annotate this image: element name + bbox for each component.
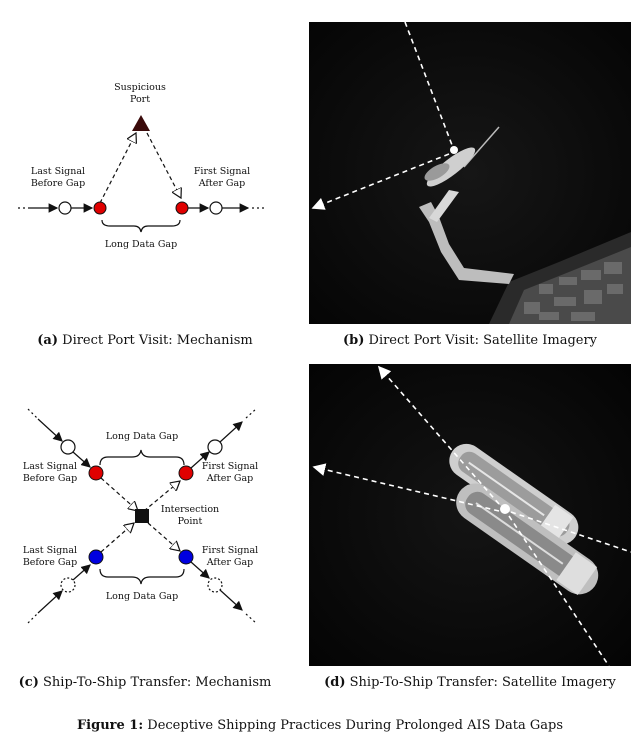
panel-d-caption-text: Ship-To-Ship Transfer: Satellite Imagery (349, 675, 616, 690)
port-satellite-image (309, 22, 631, 324)
first-signal-top-label-1: First Signal (202, 461, 258, 472)
first-signal-red-top (178, 465, 194, 481)
path-to-port (99, 133, 136, 204)
suspicious-port-label-1: Suspicious (114, 82, 166, 93)
intersection-point-icon (135, 509, 149, 523)
panel-a-diagram: Suspicious Port Last Signal Before Gap F… (10, 70, 280, 270)
panel-a-caption: (a) Direct Port Visit: Mechanism (10, 333, 280, 348)
last-signal-red-top (88, 465, 104, 481)
first-signal-label-2: After Gap (198, 178, 246, 189)
panel-c-caption-text: Ship-To-Ship Transfer: Mechanism (43, 675, 272, 690)
intersection-label-2: Point (178, 516, 203, 527)
sts-position-marker (500, 504, 510, 514)
panel-c-diagram: Long Data Gap Last Signal Before Gap Fir… (10, 395, 290, 635)
intersection-label-1: Intersection (161, 504, 219, 515)
signal-white-left (58, 201, 72, 215)
gap-bottom-label: Long Data Gap (106, 591, 178, 602)
outgoing-track (311, 153, 450, 210)
position-marker (450, 146, 458, 154)
panel-d-satellite-image (309, 364, 631, 666)
port-triangle-icon (132, 115, 150, 131)
last-signal-bottom-label-2: Before Gap (23, 557, 77, 568)
signal-white-top-left (60, 439, 76, 455)
panel-b-satellite-image (309, 22, 631, 324)
incoming-track (404, 22, 453, 146)
figure-label: Figure 1: (76, 718, 144, 733)
panel-c-label: (c) (18, 675, 39, 690)
signal-dashed-bottom-right (207, 577, 223, 593)
last-signal-blue-bottom (88, 549, 104, 565)
path-from-port (146, 132, 181, 198)
panel-d-caption: (d) Ship-To-Ship Transfer: Satellite Ima… (300, 675, 640, 690)
gap-brace (101, 219, 181, 233)
track-east (510, 511, 631, 553)
figure-caption: Figure 1: Deceptive Shipping Practices D… (0, 718, 640, 733)
suspicious-port-label-2: Port (130, 94, 150, 105)
last-signal-bottom-label-1: Last Signal (23, 545, 77, 556)
gap-label: Long Data Gap (105, 239, 177, 250)
panel-d-label: (d) (324, 675, 346, 690)
first-signal-blue-bottom (178, 549, 194, 565)
first-signal-red (175, 201, 189, 215)
gap-brace-top (99, 449, 185, 466)
gap-brace-bottom (99, 568, 185, 585)
figure-caption-text: Deceptive Shipping Practices During Prol… (147, 718, 564, 733)
first-signal-top-label-2: After Gap (206, 473, 254, 484)
sts-satellite-image (309, 364, 631, 666)
first-signal-label-1: First Signal (194, 166, 250, 177)
signal-white-top-right (207, 439, 223, 455)
panel-c-caption: (c) Ship-To-Ship Transfer: Mechanism (0, 675, 290, 690)
last-signal-top-label-2: Before Gap (23, 473, 77, 484)
panel-b-label: (b) (342, 333, 365, 348)
panel-a-caption-text: Direct Port Visit: Mechanism (62, 333, 253, 348)
last-signal-top-label-1: Last Signal (23, 461, 77, 472)
panel-b-caption: (b) Direct Port Visit: Satellite Imagery (309, 333, 631, 348)
signal-dashed-bottom-left (60, 577, 76, 593)
track-west (312, 463, 500, 512)
gap-top-label: Long Data Gap (106, 431, 178, 442)
port-visit-diagram: Suspicious Port Last Signal Before Gap F… (18, 82, 264, 250)
first-signal-bottom-label-2: After Gap (206, 557, 254, 568)
pier (419, 202, 514, 284)
last-signal-label-2: Before Gap (31, 178, 85, 189)
track-south-east (508, 515, 610, 666)
signal-white-right (209, 201, 223, 215)
last-signal-red (93, 201, 107, 215)
sts-transfer-diagram: Long Data Gap Last Signal Before Gap Fir… (23, 408, 258, 624)
track-north-west (377, 365, 500, 505)
panel-b-caption-text: Direct Port Visit: Satellite Imagery (368, 333, 598, 348)
first-signal-bottom-label-1: First Signal (202, 545, 258, 556)
last-signal-label-1: Last Signal (31, 166, 85, 177)
panel-a-label: (a) (37, 333, 58, 348)
